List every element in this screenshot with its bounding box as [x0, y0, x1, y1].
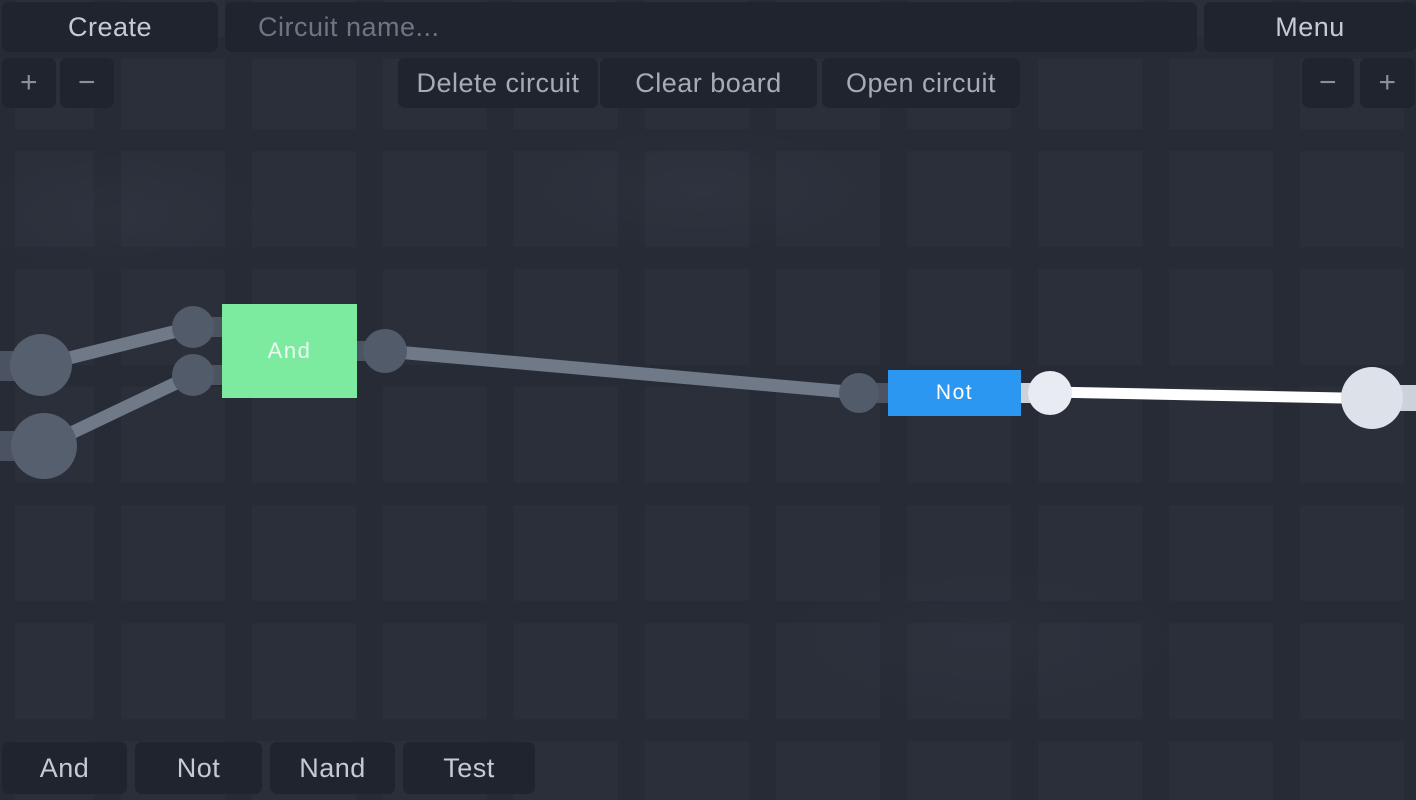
- create-button-label: Create: [67, 11, 153, 42]
- and-gate-label: And: [267, 338, 312, 363]
- zoom-out-right-button[interactable]: −: [1302, 58, 1354, 108]
- menu-button[interactable]: Menu: [1204, 2, 1416, 52]
- circuit-node[interactable]: [172, 354, 214, 396]
- palette-test-label: Test: [443, 752, 495, 783]
- clear-board-button[interactable]: Clear board: [600, 58, 817, 108]
- zoom-out-left-button[interactable]: −: [60, 58, 114, 108]
- circuit-name-input[interactable]: [225, 2, 1197, 52]
- circuit-node[interactable]: [10, 334, 72, 396]
- zoom-in-right-button[interactable]: +: [1360, 58, 1415, 108]
- circuit-wire: [384, 344, 860, 400]
- plus-icon: +: [1378, 66, 1397, 99]
- plus-icon: +: [19, 66, 39, 99]
- circuit-node[interactable]: [172, 306, 214, 348]
- delete-circuit-button[interactable]: Delete circuit: [398, 58, 598, 108]
- circuit-node[interactable]: [1341, 367, 1403, 429]
- open-circuit-button[interactable]: Open circuit: [822, 58, 1020, 108]
- circuit-node[interactable]: [1028, 371, 1072, 415]
- palette-not-label: Not: [176, 752, 221, 783]
- zoom-in-left-button[interactable]: +: [2, 58, 56, 108]
- delete-circuit-label: Delete circuit: [416, 67, 580, 98]
- minus-icon: −: [77, 66, 97, 99]
- circuit-wire: [1049, 386, 1343, 404]
- palette-item-test[interactable]: Test: [403, 742, 535, 794]
- palette-item-nand[interactable]: Nand: [270, 742, 395, 794]
- palette-item-not[interactable]: Not: [135, 742, 262, 794]
- clear-board-label: Clear board: [635, 67, 782, 98]
- and-gate[interactable]: And: [222, 304, 357, 398]
- palette-and-label: And: [39, 752, 90, 783]
- circuit-node[interactable]: [11, 413, 77, 479]
- circuit-node[interactable]: [363, 329, 407, 373]
- create-button[interactable]: Create: [2, 2, 218, 52]
- palette-item-and[interactable]: And: [2, 742, 127, 794]
- not-gate[interactable]: Not: [888, 370, 1021, 416]
- open-circuit-label: Open circuit: [845, 67, 997, 98]
- not-gate-label: Not: [935, 381, 974, 404]
- circuit-node[interactable]: [839, 373, 879, 413]
- minus-icon: −: [1318, 66, 1338, 99]
- palette-nand-label: Nand: [299, 752, 366, 783]
- menu-button-label: Menu: [1275, 11, 1345, 42]
